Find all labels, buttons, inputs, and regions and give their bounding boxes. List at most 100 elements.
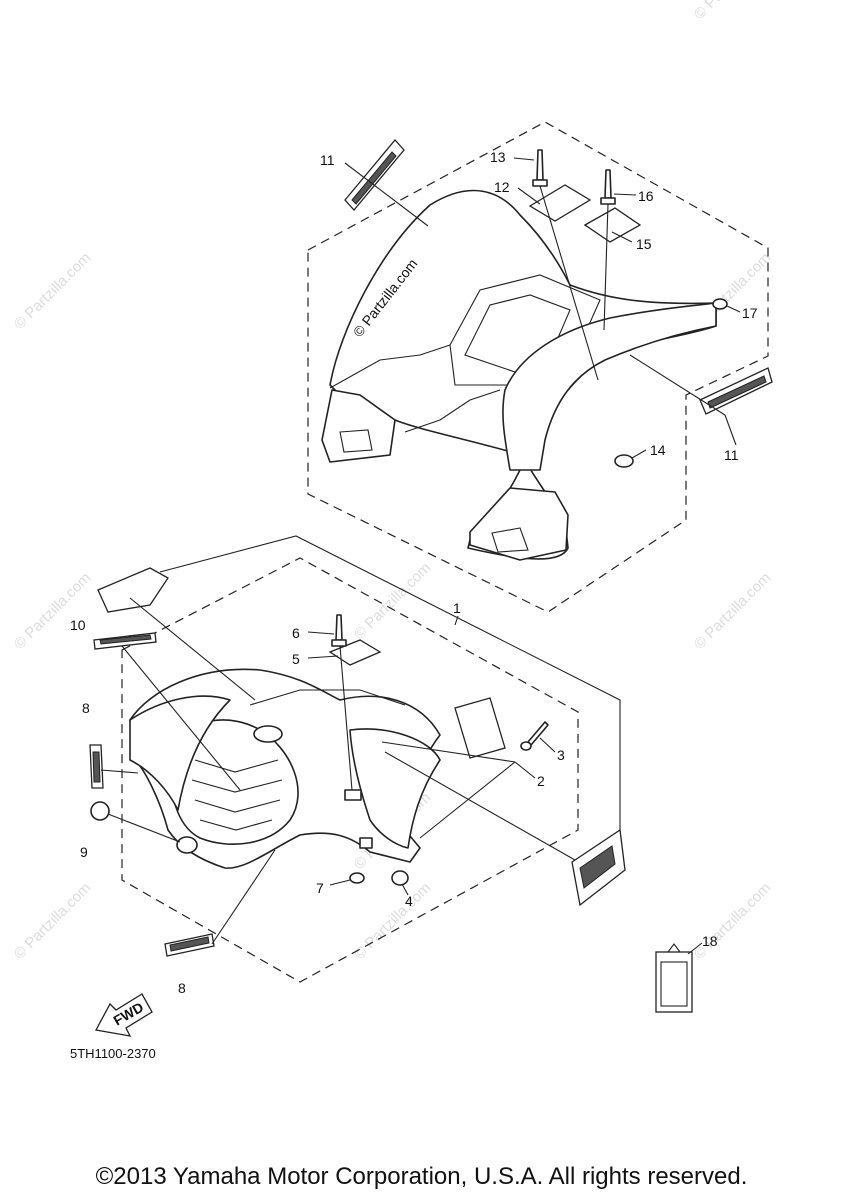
front-fender-left-wing bbox=[129, 695, 231, 811]
leader-line-12 bbox=[517, 187, 541, 205]
fastener-16-head bbox=[600, 197, 616, 205]
rear-fender-left-flap-logo bbox=[339, 429, 373, 453]
fastener-6-head bbox=[331, 639, 347, 647]
rear-fender-assembly: © Partzilla.com bbox=[307, 121, 773, 613]
mount-tab bbox=[344, 789, 362, 801]
leader-line-10 bbox=[121, 645, 241, 791]
leader-line-11a bbox=[344, 162, 429, 227]
callout-6: 6 bbox=[292, 625, 300, 641]
rear-fender-well bbox=[449, 274, 601, 386]
plate-5 bbox=[328, 639, 382, 666]
decal-11-upper-lettering bbox=[351, 151, 397, 205]
label-sheet-18 bbox=[655, 942, 703, 1013]
leader-line-8b bbox=[211, 849, 276, 945]
leader-line-13 bbox=[513, 157, 535, 161]
copyright-notice: ©2013 Yamaha Motor Corporation, U.S.A. A… bbox=[95, 1163, 748, 1190]
decal-8-bottom-lettering bbox=[169, 936, 210, 952]
rear-fender-right-flap bbox=[469, 487, 569, 561]
leader-line-plate bbox=[129, 597, 256, 701]
cap-9-on-fender bbox=[176, 836, 198, 854]
callout-3: 3 bbox=[557, 747, 565, 763]
watermark: © Partzilla.com bbox=[11, 249, 94, 332]
plate-2 bbox=[454, 697, 506, 759]
leader-line-2 bbox=[514, 761, 536, 779]
watermark: © Partzilla.com bbox=[691, 0, 774, 23]
fastener-6 bbox=[335, 614, 343, 641]
rear-fender-side-rail bbox=[329, 344, 451, 389]
leader-line-16 bbox=[613, 193, 637, 196]
label-sheet-18-tab bbox=[667, 943, 681, 953]
cowl-vent bbox=[194, 759, 279, 773]
decal-10-lettering bbox=[99, 634, 152, 645]
callout-1: 1 bbox=[453, 600, 461, 616]
callout-11b: 11 bbox=[724, 447, 739, 463]
rear-fender-right-flap-logo bbox=[491, 527, 529, 553]
cowl-vent bbox=[199, 819, 273, 831]
grommet-14 bbox=[614, 454, 634, 468]
leader-line-16-down bbox=[603, 203, 609, 331]
callout-14: 14 bbox=[650, 442, 666, 458]
callout-5: 5 bbox=[292, 651, 300, 667]
fastener-13-head bbox=[532, 179, 548, 187]
leader-line-2c bbox=[419, 761, 516, 839]
callout-17: 17 bbox=[742, 305, 758, 321]
front-fender-cowl bbox=[170, 719, 299, 846]
headlight-recess bbox=[253, 725, 283, 743]
leader-line-9 bbox=[107, 813, 181, 843]
watermark: © Partzilla.com bbox=[691, 879, 774, 962]
fastener-13 bbox=[536, 149, 544, 181]
callout-10: 10 bbox=[70, 617, 86, 633]
watermark: © Partzilla.com bbox=[11, 569, 94, 652]
mount-tab bbox=[359, 837, 373, 849]
leader-line-6-down bbox=[339, 645, 353, 791]
callout-9: 9 bbox=[80, 844, 88, 860]
leader-line-5 bbox=[307, 655, 339, 659]
leader-line-17 bbox=[726, 305, 741, 313]
rear-fender-side-rail bbox=[404, 389, 501, 433]
callout-13: 13 bbox=[490, 149, 506, 165]
callout-labels: 1 2 3 4 5 6 7 8 8 9 10 11 11 12 13 14 15… bbox=[70, 149, 758, 996]
fwd-arrow-shape bbox=[95, 993, 153, 1037]
leader-line-13-down bbox=[539, 185, 599, 381]
fastener-3-head bbox=[520, 741, 532, 751]
rear-fender-dashed-boundary bbox=[307, 121, 769, 613]
leader-line-6 bbox=[307, 631, 335, 635]
callout-8a: 8 bbox=[82, 700, 90, 716]
leader-line-3 bbox=[539, 737, 556, 753]
rear-fender-right-arc bbox=[502, 302, 717, 471]
watermark: © Partzilla.com bbox=[351, 559, 434, 642]
callout-16: 16 bbox=[638, 188, 654, 204]
decal-right-large-lettering bbox=[579, 845, 616, 889]
leader-line-7 bbox=[329, 879, 351, 886]
cap-9 bbox=[90, 801, 110, 821]
callout-11a: 11 bbox=[320, 152, 335, 168]
callout-7: 7 bbox=[316, 880, 324, 896]
leader-line-11b bbox=[629, 354, 726, 416]
kit-bracket-line bbox=[159, 535, 621, 862]
leader-line-8a bbox=[100, 769, 139, 774]
callout-15: 15 bbox=[636, 236, 652, 252]
front-fender-assembly bbox=[89, 535, 626, 983]
fastener-16 bbox=[604, 169, 612, 199]
label-sheet-18-inner bbox=[660, 961, 688, 1007]
callout-8b: 8 bbox=[178, 980, 186, 996]
watermark: © Partzilla.com bbox=[11, 879, 94, 962]
front-fender-top-rail bbox=[249, 689, 406, 706]
grommet-7 bbox=[349, 872, 365, 884]
diagram-code: 5TH1100-2370 bbox=[70, 1046, 156, 1061]
plate-12 bbox=[528, 184, 592, 222]
front-fender-dashed-boundary bbox=[121, 557, 579, 983]
cowl-vent bbox=[191, 779, 283, 793]
leader-line-2b bbox=[381, 741, 516, 763]
grommet-4 bbox=[391, 870, 409, 886]
rear-fender-left-flap bbox=[321, 389, 396, 463]
callout-18: 18 bbox=[702, 933, 718, 949]
leader-line-15 bbox=[611, 231, 633, 243]
fastener-3 bbox=[527, 721, 549, 746]
grommet-17 bbox=[712, 298, 728, 310]
callout-12: 12 bbox=[494, 179, 510, 195]
fwd-arrow: FWD bbox=[95, 993, 153, 1037]
leader-line-14 bbox=[631, 449, 647, 459]
decal-11-right-lettering bbox=[707, 375, 767, 409]
